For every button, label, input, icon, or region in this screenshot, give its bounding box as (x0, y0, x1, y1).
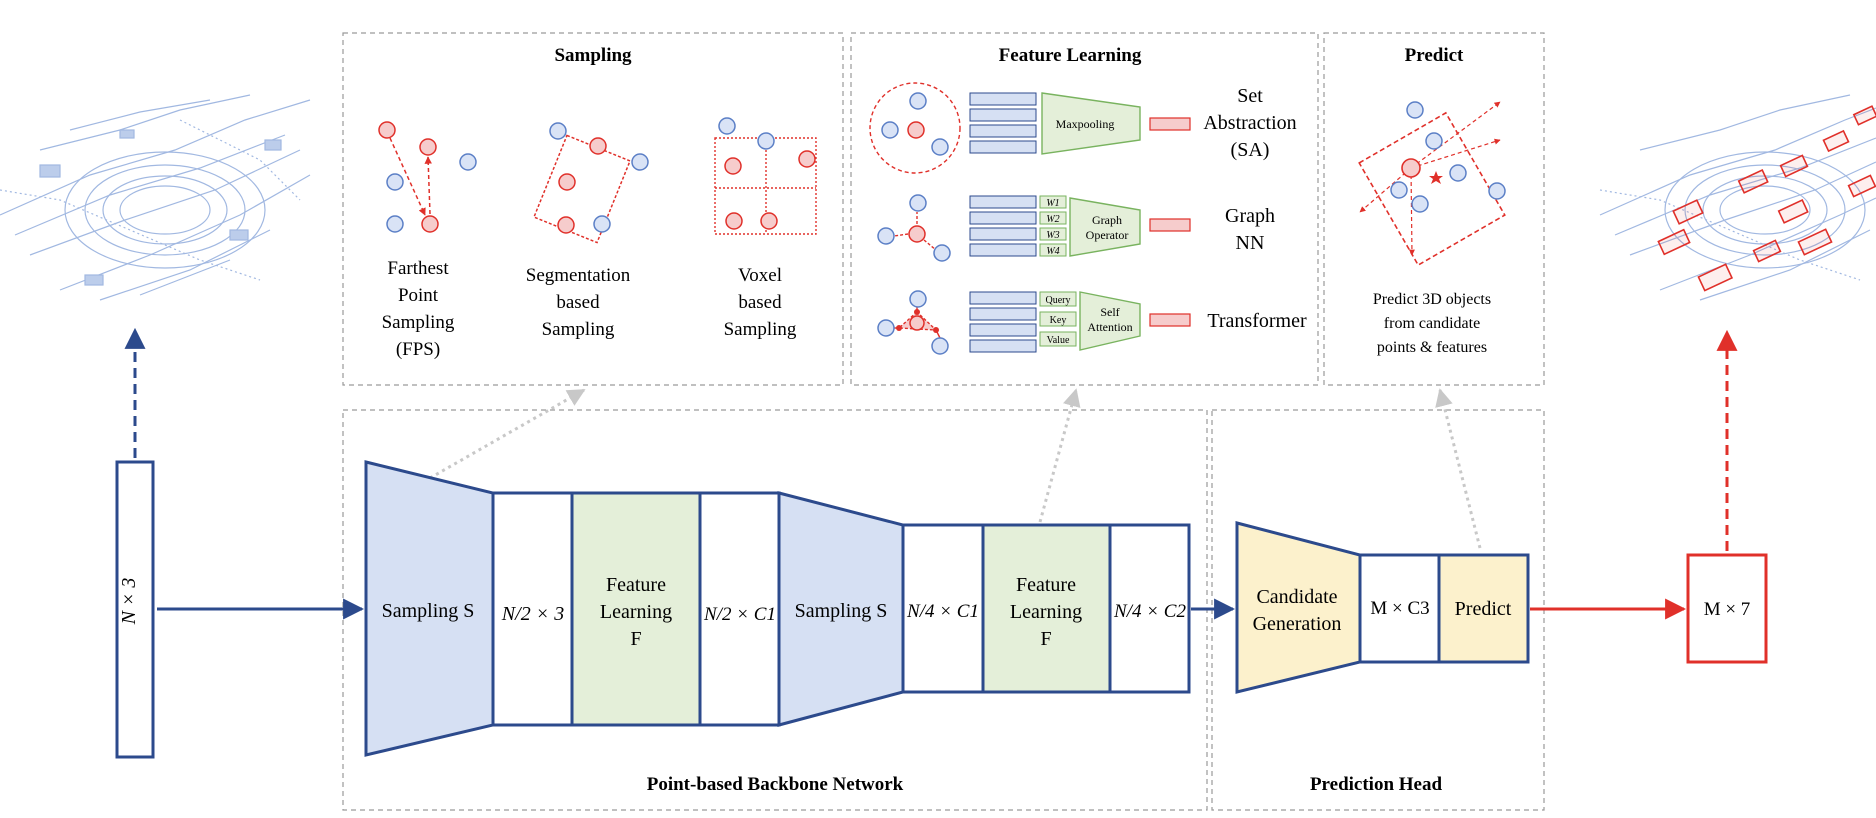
svg-text:Query: Query (1046, 295, 1071, 306)
output-point-cloud (1599, 94, 1876, 301)
graph-operator-label: Graph Operator (1086, 213, 1129, 242)
svg-text:Value: Value (1047, 335, 1070, 346)
sa-illustration (869, 82, 1191, 174)
svg-text:Generation: Generation (1253, 613, 1342, 635)
output-block-3-label: N/4 × C1 (906, 601, 979, 622)
feature-learning-panel (850, 32, 1319, 386)
mc3-block (1358, 553, 1441, 664)
svg-text:Operator: Operator (1086, 228, 1129, 242)
attention-illustration (877, 290, 1191, 355)
fps-illustration (378, 121, 477, 233)
svg-text:Sampling: Sampling (542, 319, 615, 340)
graph-illustration (877, 194, 1191, 262)
svg-text:F: F (630, 628, 641, 650)
svg-text:Farthest: Farthest (387, 258, 449, 279)
output-block-4 (1108, 523, 1191, 694)
svg-text:W1: W1 (1046, 198, 1059, 209)
output-block-2-label: N/2 × C1 (703, 604, 776, 625)
input-point-cloud (0, 94, 311, 301)
svg-text:based: based (738, 292, 782, 313)
graph-nn-label: Graph NN (1225, 205, 1275, 254)
svg-text:from candidate: from candidate (1384, 315, 1480, 332)
svg-text:Learning: Learning (600, 601, 672, 623)
weight-labels: W1 W2 W3 W4 (1046, 198, 1059, 257)
backbone-label: Point-based Backbone Network (647, 774, 904, 795)
predict-block (1437, 553, 1530, 664)
self-attention-label: Self Attention (1087, 305, 1132, 334)
predict-block-label: Predict (1455, 598, 1512, 620)
svg-text:Set: Set (1237, 85, 1263, 107)
maxpooling-label: Maxpooling (1056, 117, 1115, 131)
feature-block-1 (570, 491, 702, 727)
svg-text:Graph: Graph (1225, 205, 1275, 227)
svg-text:based: based (556, 292, 600, 313)
svg-text:Self: Self (1100, 305, 1119, 319)
feature-block-2-label: Feature Learning F (1010, 574, 1082, 650)
mc3-label: M × C3 (1370, 598, 1429, 619)
svg-text:W4: W4 (1046, 246, 1059, 257)
candidate-label: Candidate Generation (1253, 586, 1342, 635)
segmentation-illustration (533, 122, 649, 244)
voxel-label: Voxel based Sampling (724, 265, 797, 340)
output-block-1-label: N/2 × 3 (501, 603, 564, 625)
sampling-block-2-label: Sampling S (795, 600, 888, 622)
svg-text:(SA): (SA) (1231, 139, 1270, 161)
svg-text:Voxel: Voxel (738, 265, 782, 286)
svg-text:Key: Key (1050, 315, 1067, 326)
feature-learning-title: Feature Learning (999, 45, 1142, 66)
predict-description: Predict 3D objects from candidate points… (1373, 291, 1491, 356)
svg-text:Point: Point (398, 285, 439, 306)
qkv-labels: Query Key Value (1046, 295, 1071, 346)
svg-text:points & features: points & features (1377, 339, 1487, 356)
input-label: N × 3 (118, 578, 140, 626)
svg-text:Predict 3D objects: Predict 3D objects (1373, 291, 1491, 308)
sampling-title: Sampling (554, 45, 632, 66)
svg-text:Segmentation: Segmentation (526, 265, 631, 286)
output-block-1 (491, 491, 574, 727)
sampling-block-1-label: Sampling S (382, 600, 475, 622)
segmentation-label: Segmentation based Sampling (526, 265, 631, 340)
fps-label: Farthest Point Sampling (FPS) (382, 258, 455, 360)
svg-text:Sampling: Sampling (724, 319, 797, 340)
transformer-label: Transformer (1207, 310, 1307, 332)
sampling-panel (342, 32, 844, 386)
output-box (1686, 553, 1768, 664)
feature-block-1-label: Feature Learning F (600, 574, 672, 650)
svg-text:Feature: Feature (1016, 574, 1076, 596)
voxel-illustration (714, 117, 817, 235)
svg-text:Candidate: Candidate (1256, 586, 1337, 608)
svg-text:Learning: Learning (1010, 601, 1082, 623)
svg-text:Feature: Feature (606, 574, 666, 596)
svg-text:(FPS): (FPS) (396, 339, 440, 360)
prediction-head-label: Prediction Head (1310, 774, 1443, 795)
predict-panel (1323, 32, 1545, 386)
svg-text:F: F (1040, 628, 1051, 650)
svg-text:Sampling: Sampling (382, 312, 455, 333)
predict-title: Predict (1405, 45, 1464, 66)
svg-text:Graph: Graph (1092, 213, 1122, 227)
svg-text:W2: W2 (1046, 214, 1059, 225)
svg-text:Attention: Attention (1087, 320, 1132, 334)
sa-label: Set Abstraction (SA) (1203, 85, 1296, 161)
svg-text:Abstraction: Abstraction (1203, 112, 1296, 134)
output-block-3 (901, 523, 985, 694)
output-label: M × 7 (1704, 599, 1751, 620)
svg-text:W3: W3 (1046, 230, 1059, 241)
svg-text:NN: NN (1236, 232, 1265, 254)
predict-illustration (1358, 101, 1506, 267)
input-box (115, 460, 155, 759)
output-block-4-label: N/4 × C2 (1113, 601, 1186, 622)
